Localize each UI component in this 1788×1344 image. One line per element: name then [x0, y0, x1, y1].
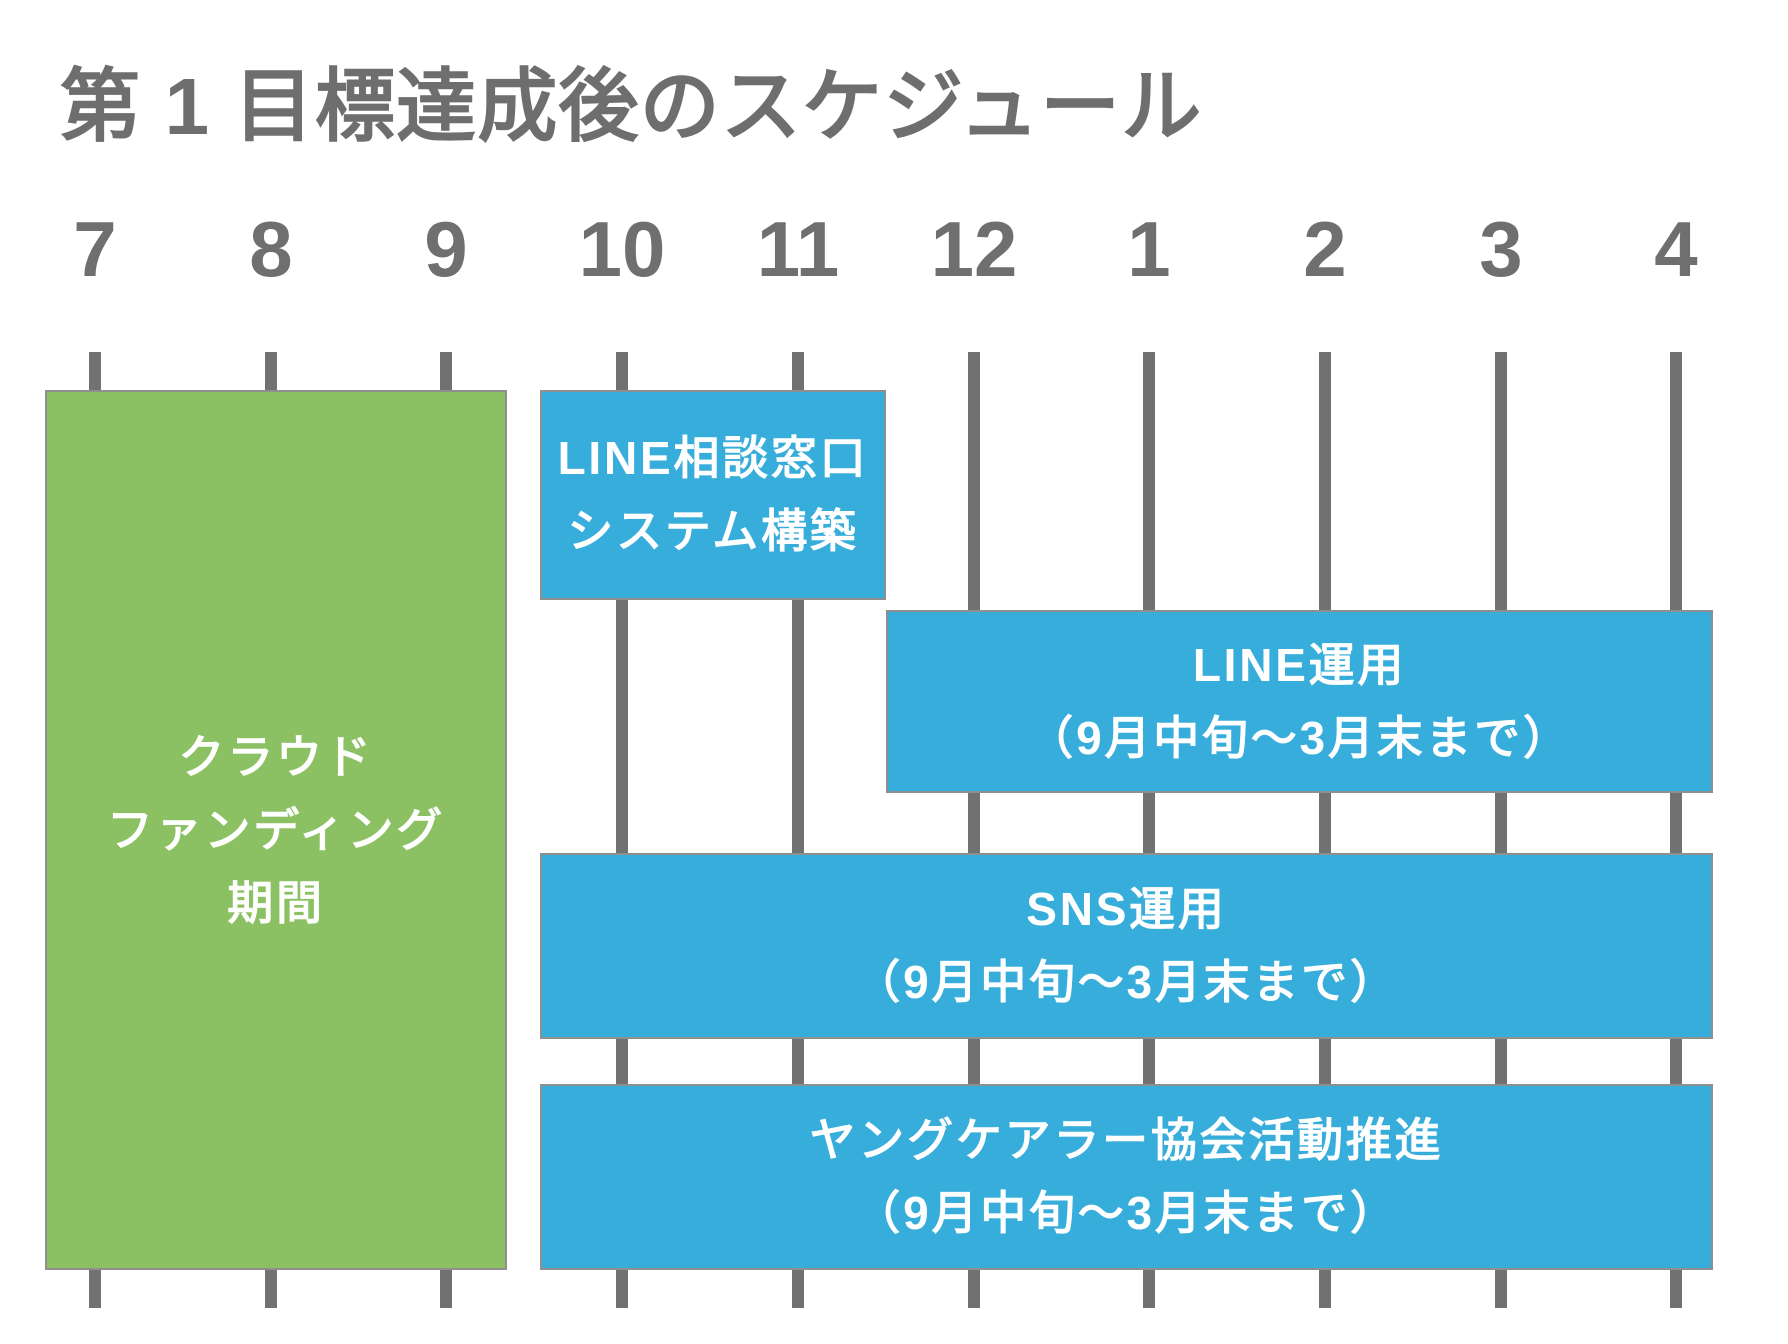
bar-label: 期間 [227, 876, 325, 929]
month-label-4: 4 [1654, 205, 1698, 293]
bar-label: システム構築 [567, 505, 859, 557]
bar-young-carer-association-promotion: ヤングケアラー協会活動推進 （9月中旬〜3月末まで） [540, 1084, 1713, 1270]
bar-label: SNS運用 [1026, 883, 1227, 935]
month-label-3: 3 [1479, 205, 1523, 293]
month-label-7: 7 [73, 205, 117, 293]
month-gridline [1495, 352, 1507, 1308]
month-label-2: 2 [1303, 205, 1347, 293]
bar-label: ヤングケアラー協会活動推進 [809, 1114, 1444, 1166]
month-label-8: 8 [249, 205, 293, 293]
month-gridline [1670, 352, 1682, 1308]
month-gridline [968, 352, 980, 1308]
month-gridline [1319, 352, 1331, 1308]
month-label-12: 12 [930, 205, 1018, 293]
month-gridline [1143, 352, 1155, 1308]
bar-crowdfunding-period: クラウド ファンディング 期間 [45, 390, 507, 1270]
bar-label: （9月中旬〜3月末まで） [1027, 711, 1572, 764]
bar-label: （9月中旬〜3月末まで） [854, 956, 1399, 1008]
bar-line-consult-system-setup: LINE相談窓口 システム構築 [540, 390, 886, 600]
month-label-1: 1 [1127, 205, 1171, 293]
bar-label: クラウド [178, 730, 374, 783]
bar-label: LINE運用 [1192, 638, 1407, 691]
month-label-10: 10 [578, 205, 666, 293]
bar-label: ファンディング [106, 803, 446, 856]
month-label-11: 11 [756, 205, 840, 293]
month-label-9: 9 [424, 205, 468, 293]
bar-line-operation: LINE運用 （9月中旬〜3月末まで） [886, 610, 1713, 793]
bar-sns-operation: SNS運用 （9月中旬〜3月末まで） [540, 853, 1713, 1039]
bar-label: （9月中旬〜3月末まで） [854, 1187, 1399, 1239]
page-title: 第 1 目標達成後のスケジュール [60, 62, 1203, 151]
bar-label: LINE相談窓口 [557, 432, 869, 484]
